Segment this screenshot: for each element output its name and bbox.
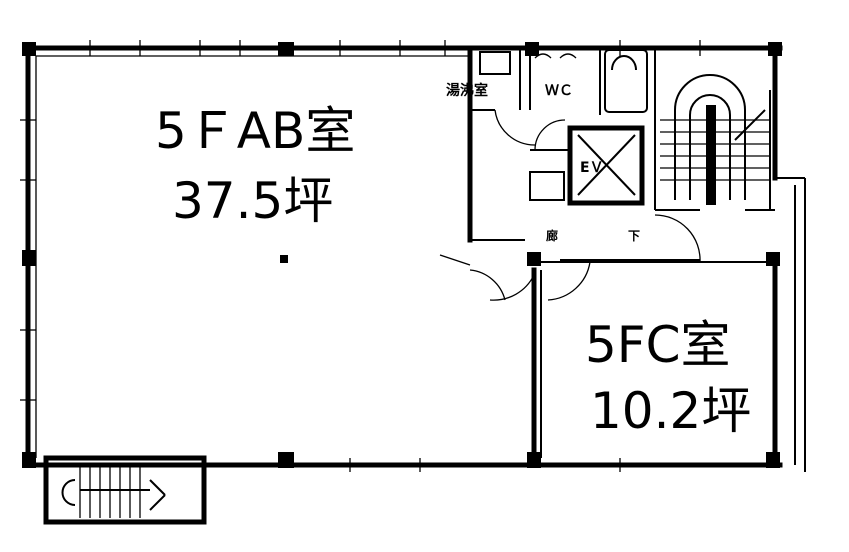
room-ab-area: 37.5坪 [172,172,333,230]
corridor-label: 廊 [546,228,558,243]
room-c-area: 10.2坪 [590,382,751,440]
room-c-walls [439,214,775,461]
kitchenette-label: 湯沸室 [446,82,488,99]
structural-columns [22,42,782,468]
emergency-staircase [43,455,207,525]
room-ab-name: 5ＦAB室 [155,102,355,160]
toilet-label: ＷＣ [545,83,573,99]
corridor-end-label: 下 [628,229,640,243]
service-core [467,45,700,261]
main-staircase [660,74,775,211]
elevator-label: EＶ [580,160,604,176]
wall-ticks [20,40,701,472]
room-c-name: 5FC室 [585,316,730,374]
